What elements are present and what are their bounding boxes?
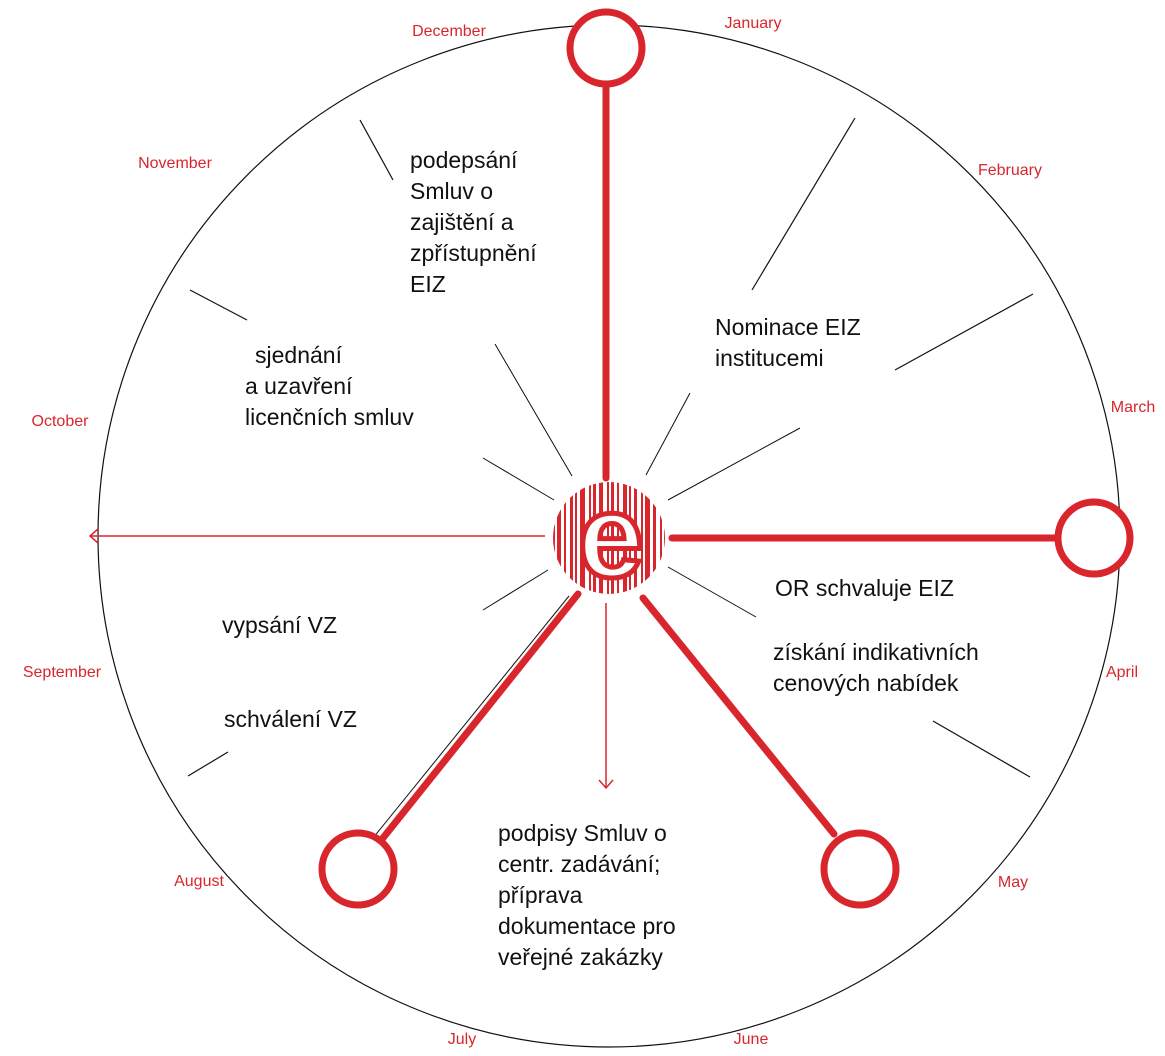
logo-barcode-stripe: [607, 482, 609, 594]
milestone-circle-april: [1054, 498, 1134, 578]
activity-signing-eiz-contracts: podepsání Smluv o zajištění a zpřístupně…: [410, 147, 543, 297]
arrow-to-july-head: [598, 779, 614, 790]
month-label-april: April: [1106, 664, 1138, 681]
month-divider-ticks: [187, 117, 1034, 778]
month-label-december: December: [412, 23, 486, 40]
logo-barcode-stripe: [641, 482, 643, 594]
activity-central-procurement: podpisy Smluv o centr. zadávání; příprav…: [498, 820, 682, 970]
logo-barcode-stripe: [599, 482, 603, 594]
month-labels: January February March April May June Ju…: [23, 15, 1155, 1048]
logo-barcode-stripe: [664, 482, 665, 594]
activity-vz-approval: schválení VZ: [224, 706, 357, 732]
activity-line: institucemi: [715, 345, 824, 371]
logo-barcode-stripe: [589, 482, 591, 594]
logo-barcode-stripe: [575, 482, 577, 594]
logo-barcode-stripe: [645, 482, 650, 594]
month-label-may: May: [998, 874, 1028, 891]
logo-barcode-stripe: [660, 482, 662, 594]
activity-line: Nominace EIZ: [715, 314, 861, 340]
divider-tick: [189, 289, 248, 321]
divider-tick: [359, 119, 394, 181]
logo-barcode-stripe: [634, 482, 637, 594]
activity-line: sjednání: [255, 342, 343, 368]
activity-eiz-nomination: Nominace EIZ institucemi: [715, 314, 867, 371]
milestone-circles: [318, 8, 1134, 909]
activity-or-approval: OR schvaluje EIZ: [775, 575, 954, 601]
activity-indicative-offers: získání indikativních cenových nabídek: [773, 639, 985, 696]
activity-license-negotiation: sjednání a uzavření licenčních smluv: [245, 342, 414, 430]
logo-barcode-stripe: [623, 482, 627, 594]
divider-tick: [894, 293, 1034, 371]
activity-line: zpřístupnění: [410, 240, 537, 266]
activity-line: EIZ: [410, 271, 446, 297]
logo-barcode-stripe: [629, 482, 631, 594]
activity-line: licenčních smluv: [245, 404, 414, 430]
activity-line: a uzavření: [245, 373, 353, 399]
logo-barcode-stripe: [580, 482, 585, 594]
milestone-spokes: [379, 80, 1062, 842]
activity-line: cenových nabídek: [773, 670, 959, 696]
month-label-november: November: [138, 155, 212, 172]
activity-blocks: podepsání Smluv o zajištění a zpřístupně…: [222, 147, 985, 970]
milestone-circle-june: [820, 829, 900, 909]
logo-barcode-stripe: [553, 482, 555, 594]
red-thin-arrows: [88, 528, 614, 790]
milestone-circle-august: [318, 829, 398, 909]
spoke-august-outline: [372, 595, 570, 839]
divider-tick: [751, 117, 856, 291]
activity-line: vypsání VZ: [222, 612, 337, 638]
month-label-august: August: [174, 873, 224, 890]
milestone-circle-january: [566, 8, 646, 88]
spoke-august: [379, 590, 582, 842]
inner-spoke: [482, 569, 549, 611]
month-label-february: February: [978, 162, 1042, 179]
activity-vz-announcement: vypsání VZ: [222, 612, 337, 638]
activity-line: příprava: [498, 882, 583, 908]
month-label-october: October: [32, 413, 90, 430]
month-label-september: September: [23, 664, 102, 681]
divider-tick: [187, 751, 229, 777]
month-label-june: June: [734, 1031, 769, 1048]
inner-spoke: [482, 457, 555, 501]
activity-line: podpisy Smluv o: [498, 820, 667, 846]
month-label-july: July: [448, 1031, 476, 1048]
inner-spoke: [494, 343, 573, 477]
activity-line: dokumentace pro: [498, 913, 676, 939]
logo-barcode-stripe: [653, 482, 656, 594]
inner-spoke: [645, 392, 691, 476]
activity-line: OR schvaluje EIZ: [775, 575, 954, 601]
activity-line: schválení VZ: [224, 706, 357, 732]
activity-line: podepsání: [410, 147, 518, 173]
spoke-june: [639, 594, 838, 838]
activity-line: Smluv o: [410, 178, 493, 204]
activity-line: zajištění a: [410, 209, 514, 235]
logo-barcode-stripe: [617, 482, 619, 594]
logo-barcode-stripe: [564, 482, 566, 594]
inner-spoke: [667, 566, 757, 618]
logo-barcode: [553, 482, 665, 594]
center-logo: e: [553, 469, 665, 606]
inner-spokes: [482, 343, 801, 618]
activity-line: získání indikativních: [773, 639, 979, 665]
logo-barcode-stripe: [557, 482, 561, 594]
month-label-january: January: [725, 15, 782, 32]
logo-barcode-stripe: [570, 482, 573, 594]
month-label-march: March: [1111, 399, 1155, 416]
inner-spoke: [667, 427, 801, 501]
activity-line: centr. zadávání;: [498, 851, 660, 877]
divider-tick: [932, 720, 1031, 778]
logo-letter-e: e: [578, 471, 644, 603]
arrow-to-october-head: [88, 528, 99, 544]
logo-barcode-stripe: [611, 482, 614, 594]
activity-line: veřejné zakázky: [498, 944, 663, 970]
logo-barcode-stripe: [593, 482, 596, 594]
